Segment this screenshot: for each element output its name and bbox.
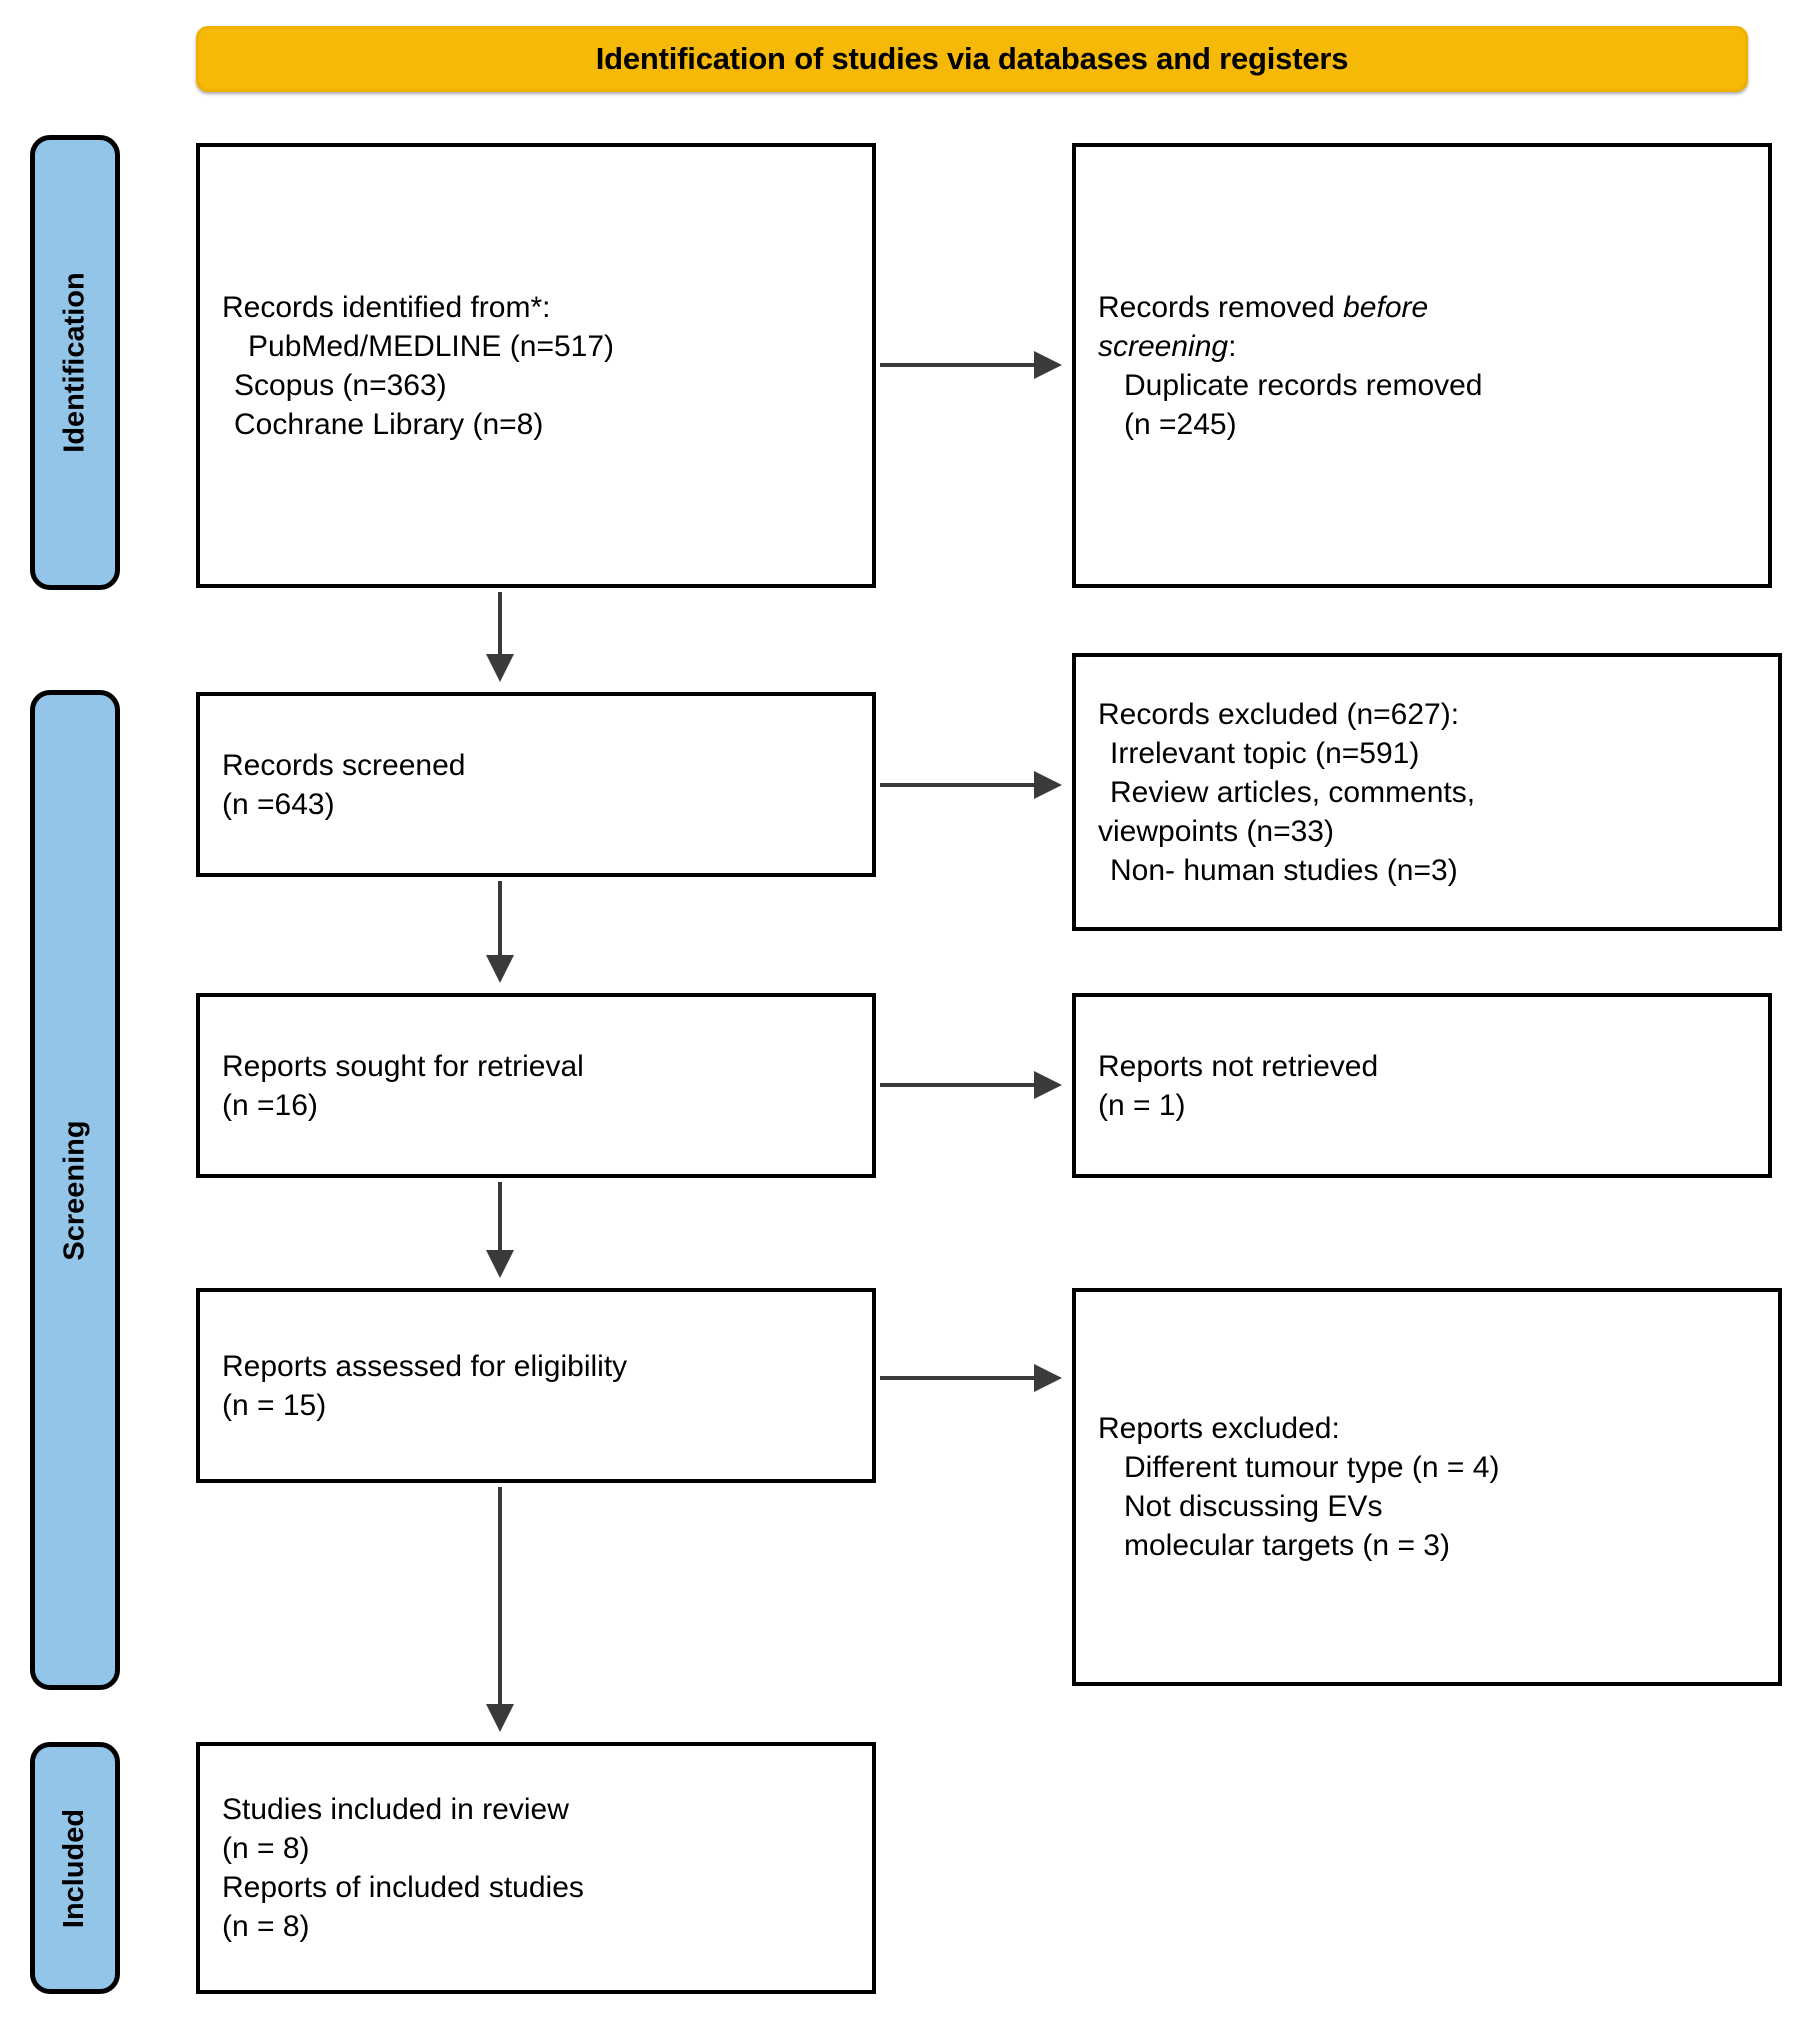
records-excluded-reason-reviews-2: viewpoints (n=33) [1098, 814, 1334, 848]
stage-label-identification-text: Identification [58, 272, 91, 453]
reports-sought-label: Reports sought for retrieval [222, 1049, 584, 1083]
records-identified-source-cochrane: Cochrane Library (n=8) [234, 407, 544, 441]
box-reports-excluded: Reports excluded: Different tumour type … [1072, 1288, 1782, 1686]
reports-excluded-reason-evs-2: molecular targets (n = 3) [1124, 1529, 1450, 1562]
box-reports-sought-for-retrieval: Reports sought for retrieval (n =16) [196, 993, 876, 1178]
reports-excluded-heading: Reports excluded: [1098, 1412, 1340, 1445]
box-reports-assessed-for-eligibility: Reports assessed for eligibility (n = 15… [196, 1288, 876, 1483]
reports-excluded-reason-tumour-type: Different tumour type (n = 4) [1124, 1451, 1500, 1484]
studies-included-count: (n = 8) [222, 1832, 310, 1865]
box-records-identified: Records identified from*: PubMed/MEDLINE… [196, 143, 876, 588]
reports-excluded-reason-evs-1: Not discussing EVs [1124, 1490, 1383, 1523]
reports-assessed-label: Reports assessed for eligibility [222, 1349, 628, 1383]
records-screened-count: (n =643) [222, 787, 335, 821]
reports-of-included-studies-label: Reports of included studies [222, 1871, 584, 1904]
box-records-screened: Records screened (n =643) [196, 692, 876, 877]
stage-label-included-text: Included [58, 1808, 91, 1928]
reports-assessed-count: (n = 15) [222, 1388, 327, 1422]
header-banner: Identification of studies via databases … [196, 26, 1748, 92]
box-records-excluded: Records excluded (n=627): Irrelevant top… [1072, 653, 1782, 931]
records-screened-label: Records screened [222, 748, 466, 782]
records-excluded-reason-reviews-1: Review articles, comments, [1110, 775, 1476, 809]
records-excluded-heading: Records excluded (n=627): [1098, 697, 1460, 731]
reports-sought-count: (n =16) [222, 1088, 318, 1122]
duplicate-records-removed-count: (n =245) [1124, 407, 1237, 441]
studies-included-label: Studies included in review [222, 1793, 569, 1826]
reports-not-retrieved-label: Reports not retrieved [1098, 1049, 1379, 1083]
box-reports-not-retrieved: Reports not retrieved (n = 1) [1072, 993, 1772, 1178]
records-removed-heading-line1: Records removed before [1098, 290, 1429, 324]
stage-label-screening: Screening [30, 690, 120, 1690]
box-records-removed-before-screening: Records removed before screening: Duplic… [1072, 143, 1772, 588]
stage-label-identification: Identification [30, 135, 120, 590]
reports-not-retrieved-count: (n = 1) [1098, 1088, 1186, 1122]
stage-label-included: Included [30, 1742, 120, 1994]
records-excluded-reason-nonhuman: Non- human studies (n=3) [1110, 853, 1458, 887]
records-identified-source-pubmed: PubMed/MEDLINE (n=517) [248, 329, 615, 363]
reports-of-included-studies-count: (n = 8) [222, 1910, 310, 1943]
box-studies-included-in-review: Studies included in review (n = 8) Repor… [196, 1742, 876, 1994]
records-removed-heading-line2: screening: [1098, 329, 1237, 363]
page-title: Identification of studies via databases … [595, 41, 1349, 76]
duplicate-records-removed-label: Duplicate records removed [1124, 368, 1483, 402]
records-identified-source-scopus: Scopus (n=363) [234, 368, 447, 402]
records-identified-heading: Records identified from*: [222, 290, 551, 324]
records-excluded-reason-irrelevant: Irrelevant topic (n=591) [1110, 736, 1420, 770]
stage-label-screening-text: Screening [58, 1119, 91, 1261]
